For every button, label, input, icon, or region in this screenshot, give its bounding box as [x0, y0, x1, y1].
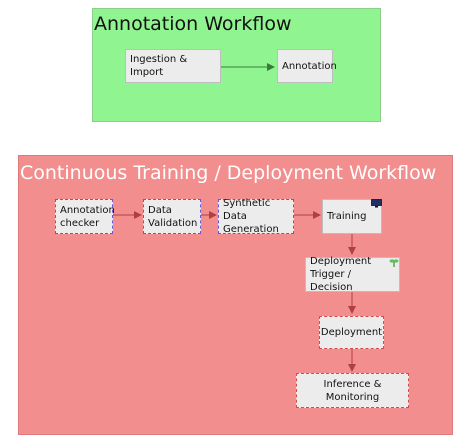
monitor-icon — [371, 199, 382, 208]
node-synthetic-data-generation[interactable]: Synthetic Data Generation — [218, 198, 294, 235]
node-deployment-trigger[interactable]: Deployment Trigger / Decision — [305, 256, 400, 293]
node-annotation[interactable]: Annotation — [277, 49, 337, 83]
node-ingestion-import[interactable]: Ingestion & Import — [125, 49, 221, 83]
node-inference-monitoring[interactable]: Inference & Monitoring — [296, 373, 409, 408]
node-inference-monitoring-label: Inference & Monitoring — [323, 378, 382, 403]
node-data-validation[interactable]: Data Validation — [143, 199, 201, 234]
node-annotation-checker-label: Annotation checker — [60, 204, 115, 229]
node-deployment-trigger-label: Deployment Trigger / Decision — [310, 256, 372, 293]
ct-deployment-workflow-title: Continuous Training / Deployment Workflo… — [20, 162, 437, 184]
node-deployment-label: Deployment — [320, 327, 383, 338]
node-annotation-checker[interactable]: Annotation checker — [55, 199, 115, 234]
node-annotation-label: Annotation — [282, 60, 337, 72]
annotation-workflow-title: Annotation Workflow — [94, 13, 292, 35]
sprout-icon — [389, 259, 399, 267]
node-training-label: Training — [327, 211, 367, 222]
node-deployment[interactable]: Deployment — [319, 316, 384, 349]
node-ingestion-import-label: Ingestion & Import — [130, 54, 188, 78]
node-synthetic-data-generation-label: Synthetic Data Generation — [223, 198, 279, 235]
node-data-validation-label: Data Validation — [148, 204, 198, 229]
